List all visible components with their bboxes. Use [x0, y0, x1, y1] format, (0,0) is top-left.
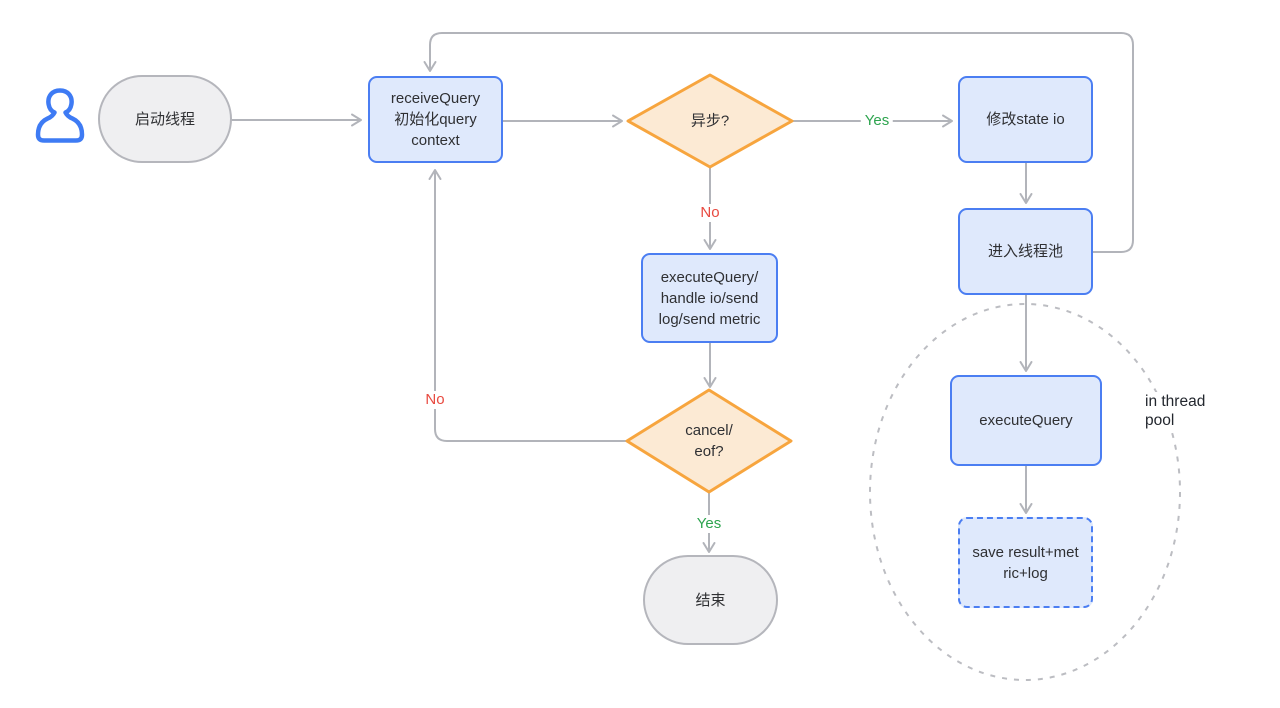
edge-cancel-no-to-receive	[434, 172, 628, 442]
node-start-label: 启动线程	[134, 110, 195, 128]
arrowhead-down-save	[1019, 503, 1033, 514]
arrowhead-down-pool	[1019, 193, 1033, 204]
user-icon	[34, 86, 86, 150]
arrowhead-down-cancel	[703, 377, 717, 388]
thread-pool-annotation: in thread pool	[1142, 392, 1234, 430]
node-cancel-eof-label: cancel/ eof?	[685, 422, 733, 460]
node-execute-query-main-label: executeQuery/ handle io/send log/send me…	[658, 268, 761, 328]
arrowhead-right-async	[612, 114, 623, 128]
edge-label-cancel-no: No	[421, 391, 449, 409]
arrowhead-down-main	[703, 239, 717, 250]
edge-loop-pool-to-receive	[429, 32, 1134, 253]
thread-pool-dashed-ellipse	[869, 303, 1181, 681]
node-async-decision-label: 异步?	[690, 112, 730, 130]
node-execute-query-main: executeQuery/ handle io/send log/send me…	[641, 253, 778, 343]
node-start: 启动线程	[98, 75, 232, 163]
node-modify-state-io: 修改state io	[958, 76, 1093, 163]
arrowhead-down-execute-pool	[1019, 361, 1033, 372]
arrowhead-right-modify	[942, 114, 953, 128]
node-execute-query-pool-label: executeQuery	[979, 412, 1073, 429]
node-execute-query-pool: executeQuery	[950, 375, 1102, 466]
node-receive-query-label: receiveQuery 初始化query context	[390, 90, 481, 149]
arrowhead-down-end	[702, 542, 716, 553]
diamond-cancel-eof	[625, 388, 793, 494]
node-receive-query: receiveQuery 初始化query context	[368, 76, 503, 163]
node-save-result: save result+met ric+log	[958, 517, 1093, 608]
node-enter-thread-pool-label: 进入线程池	[987, 243, 1063, 260]
edge-label-async-yes: Yes	[860, 112, 894, 130]
edge-label-cancel-yes: Yes	[692, 515, 726, 533]
edge-label-async-no: No	[696, 204, 724, 222]
diamond-async	[626, 73, 794, 169]
node-save-result-label: save result+met ric+log	[972, 543, 1079, 582]
node-enter-thread-pool: 进入线程池	[958, 208, 1093, 295]
node-end: 结束	[643, 555, 778, 645]
arrowhead-down-receive-top	[423, 61, 437, 72]
node-modify-state-io-label: 修改state io	[986, 111, 1065, 128]
arrowhead-right-receive	[351, 113, 362, 127]
node-end-label: 结束	[695, 591, 726, 609]
arrowhead-up-receive-bottom	[428, 169, 442, 180]
